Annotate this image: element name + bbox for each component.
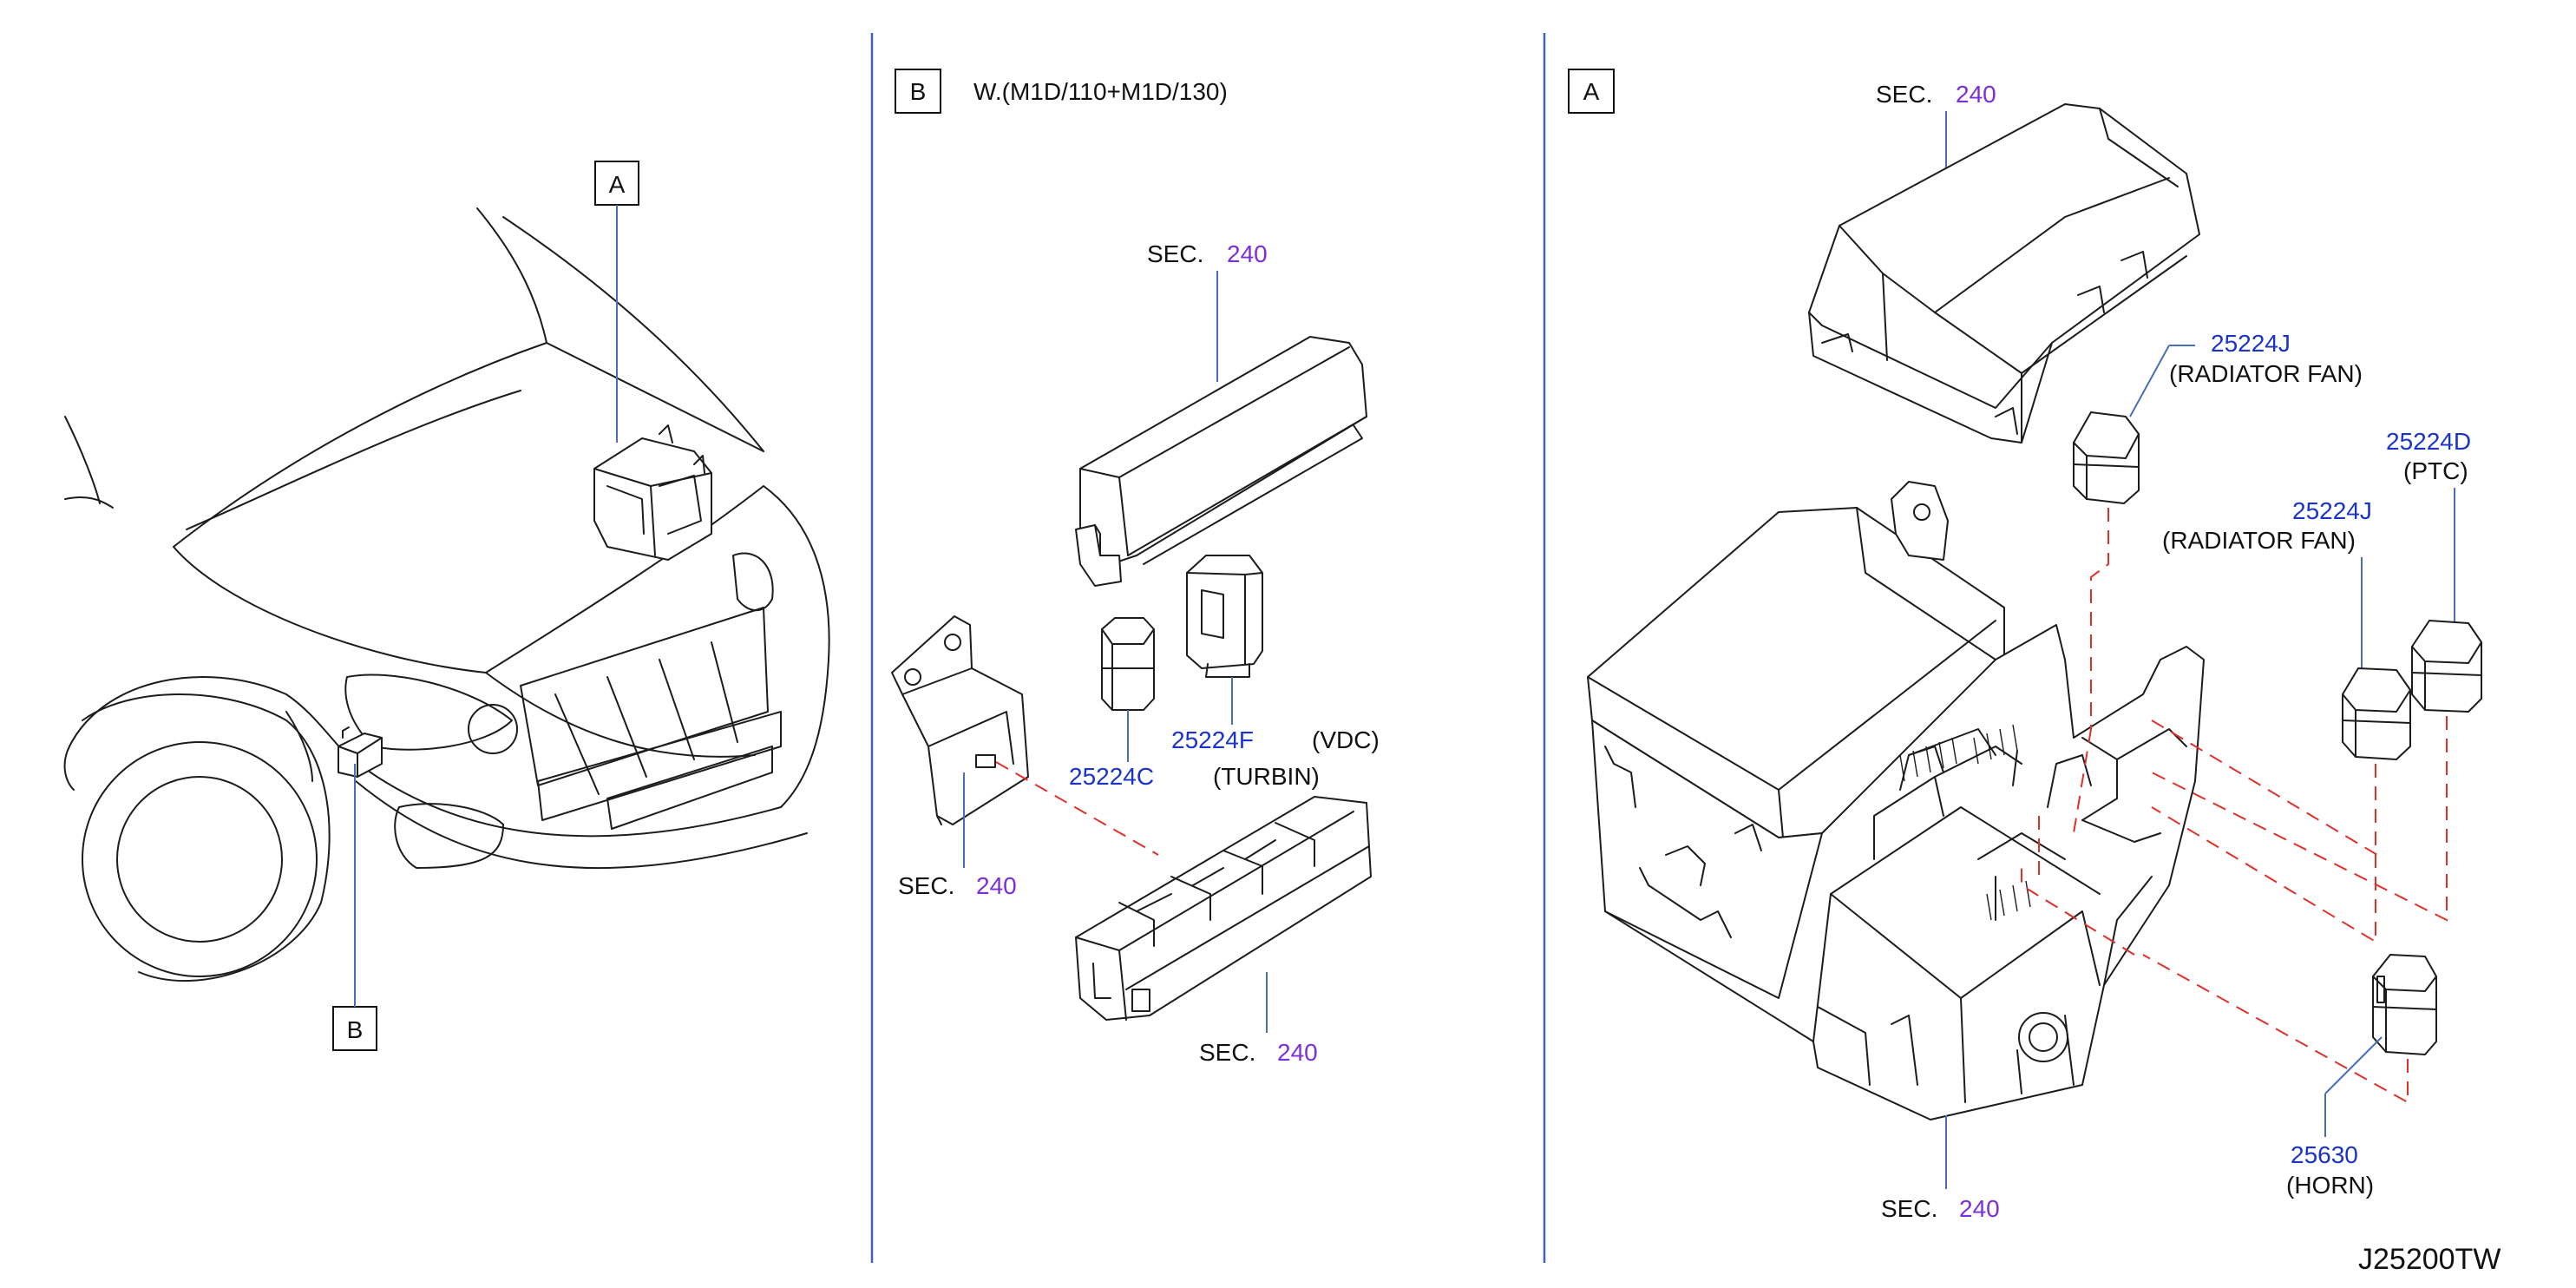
relay-25630-note: (HORN) [2286, 1172, 2374, 1199]
relay-25224f-number: 25224F [1171, 726, 1254, 753]
relay-25224d-note: (PTC) [2403, 457, 2468, 484]
panel-b-heading: W.(M1D/110+M1D/130) [973, 78, 1228, 105]
relay-25224d [2411, 620, 2482, 713]
relay-25224c-note: (TURBIN) [1213, 763, 1320, 790]
relay-25224d-guide [2151, 716, 2448, 922]
callout-b-label: B [347, 1016, 364, 1043]
drawing-code: J25200TW [2358, 1243, 2501, 1276]
vehicle-overview: A B [63, 161, 830, 1051]
relay-25224j-top-number: 25224J [2211, 330, 2291, 357]
panel-a-sec-top-prefix: SEC. [1876, 81, 1932, 108]
panel-b: B W.(M1D/110+M1D/130) SEC. 240 25224F (V… [891, 69, 1380, 1066]
relay-25224f-note: (VDC) [1312, 726, 1380, 753]
panel-b-sec-bracket-number: 240 [976, 872, 1017, 899]
panel-b-sec-bracket-prefix: SEC. [898, 872, 954, 899]
panel-a-letter: A [1583, 78, 1600, 105]
relay-25630-guide [2142, 954, 2409, 1104]
panel-a-sec-top-number: 240 [1956, 81, 1996, 108]
relay-box-cover [1075, 336, 1367, 587]
relay-25630-number: 25630 [2291, 1141, 2358, 1168]
relay-25224j-lower-number: 25224J [2292, 497, 2372, 524]
relay-25224j-top-leader [2129, 345, 2170, 417]
relay-25224j-lower-note: (RADIATOR FAN) [2162, 527, 2356, 554]
panel-b-letter-box [895, 69, 941, 114]
callout-a-label: A [609, 171, 626, 198]
relay-25224c-number: 25224C [1069, 763, 1154, 790]
relay-25224c [1101, 617, 1155, 711]
relay-25224j-top-guide [2090, 508, 2109, 729]
relay-25224d-number: 25224D [2386, 428, 2471, 455]
panel-a-letter-box [1568, 69, 1615, 114]
relay-25224j-lower-guide [2151, 764, 2376, 943]
relay-25630-leader [2324, 1036, 2383, 1094]
callout-a-box [594, 161, 639, 206]
relay-25224j-lower [2342, 667, 2411, 760]
panel-b-sec-top-number: 240 [1227, 240, 1268, 267]
vehicle-illustration [63, 207, 830, 982]
block-internal-guide-a [2073, 728, 2092, 834]
fuse-block-inner-guide [2021, 868, 2135, 956]
panel-b-sec-box-number: 240 [1277, 1039, 1318, 1066]
relay-25224j-top-note: (RADIATOR FAN) [2169, 360, 2363, 387]
panel-b-letter: B [910, 78, 927, 105]
panel-b-sec-top-prefix: SEC. [1147, 240, 1203, 267]
relay-25224j-top [2073, 411, 2140, 504]
relay-box-body [1075, 796, 1372, 1021]
bracket-guide-line [995, 761, 1159, 856]
relay-25224f [1186, 555, 1263, 678]
main-fuse-block [1587, 481, 2205, 1120]
panel-b-sec-box-prefix: SEC. [1199, 1039, 1255, 1066]
mounting-bracket [891, 615, 1029, 825]
panel-a-sec-bottom-prefix: SEC. [1881, 1195, 1937, 1222]
panel-a-sec-bottom-number: 240 [1959, 1195, 2000, 1222]
panel-a: A SEC. 240 [1568, 69, 2482, 1222]
relay-25630-horn [2372, 954, 2437, 1055]
fuse-block-upper-cover [1808, 103, 2200, 444]
